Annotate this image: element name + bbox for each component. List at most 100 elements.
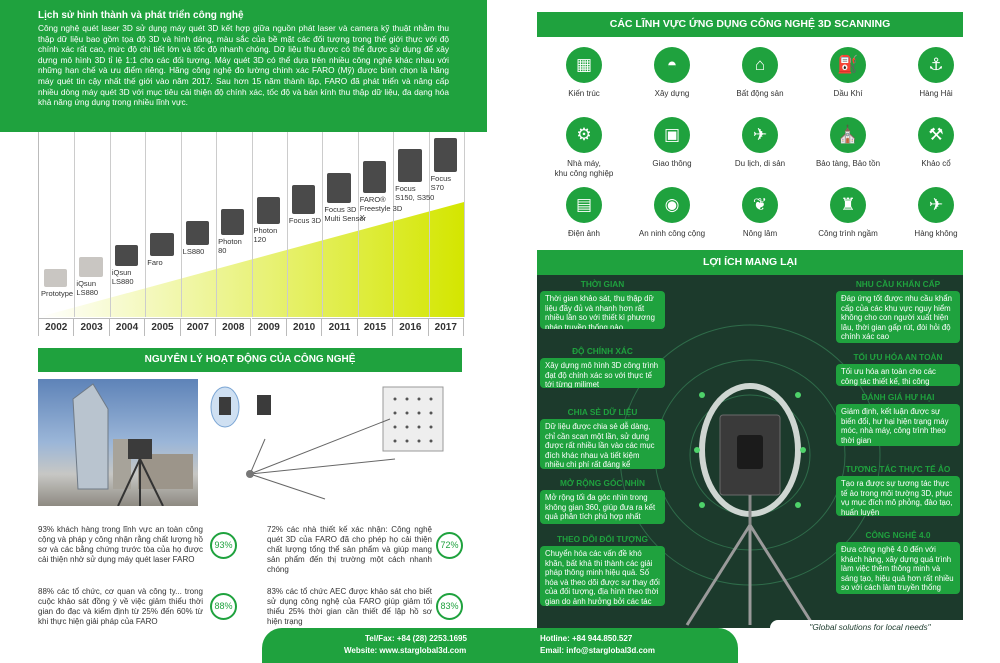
timeline-year-2008: 2008 <box>216 318 252 336</box>
stat-text-83: 83% các tổ chức AEC được khảo sát cho bi… <box>267 587 432 626</box>
timeline-year-2011: 2011 <box>322 318 358 336</box>
scanner-illustration <box>619 324 881 626</box>
stat-text-72: 72% các nhà thiết kế xác nhận: Công nghệ… <box>267 525 432 574</box>
benefit-body-right-2: Giám định, kết luận được sự biến đổi, hư… <box>836 404 960 446</box>
timeline-year-2009: 2009 <box>251 318 287 336</box>
timeline-year-2004: 2004 <box>109 318 146 336</box>
field-6: ▣Giao thông <box>628 117 716 169</box>
timeline-divider <box>109 132 111 317</box>
benefit-title-right-3: TƯƠNG TÁC THỰC TẾ ẢO <box>845 464 951 474</box>
stat-circle-93: 93% <box>210 532 237 559</box>
timeline-divider <box>322 132 324 317</box>
slogan: "Global solutions for local needs" <box>770 620 970 634</box>
field-label: Khảo cổ <box>921 159 951 168</box>
timeline-model-2004: iQsun LS880 <box>111 268 134 287</box>
field-10: ▤Điện ảnh <box>540 187 628 239</box>
timeline-model-2005: Faro <box>147 257 163 267</box>
field-12: ❦Nông lâm <box>716 187 804 239</box>
benefit-body-left-0: Thời gian khảo sát, thu thập dữ liệu đầy… <box>540 291 665 329</box>
field-label: Công trình ngầm <box>818 229 878 238</box>
benefit-title-left-1: ĐỘ CHÍNH XÁC <box>572 346 633 356</box>
timeline-model-2015: FARO® Freestyle 3D X <box>359 194 403 222</box>
museum-icon: ⛪ <box>830 117 866 153</box>
history-section: Lịch sử hình thành và phát triển công ng… <box>0 0 487 132</box>
field-3: ⛽Dầu Khí <box>804 47 892 99</box>
fields-title: CÁC LĨNH VỰC ỨNG DỤNG CÔNG NGHỆ 3D SCANN… <box>537 12 963 37</box>
stat-circle-72: 72% <box>436 532 463 559</box>
scanner-image-2017 <box>433 137 457 172</box>
archaeologist-icon: ⚒ <box>918 117 954 153</box>
scanner-image-2008 <box>221 209 245 235</box>
benefit-body-left-4: Chuyển hóa các vấn đề khó khăn, bất khả … <box>540 546 665 606</box>
field-label: Kiến trúc <box>568 89 600 98</box>
timeline-divider <box>251 132 253 317</box>
timeline-model-2003: iQsun LS880 <box>76 278 99 297</box>
benefit-body-right-4: Đưa công nghệ 4.0 đến với khách hàng, xâ… <box>836 542 960 594</box>
timeline-divider <box>464 132 465 317</box>
timeline-year-2016: 2016 <box>393 318 429 336</box>
field-7: ✈ Du lịch, di sản <box>716 117 804 169</box>
scanner-image-2003 <box>79 257 103 277</box>
timeline-divider <box>145 132 147 317</box>
ship-icon: ⚓ <box>918 47 954 83</box>
stat-text-88: 88% các tổ chức, cơ quan và công ty... t… <box>38 587 203 626</box>
field-13: ♜Công trình ngầm <box>804 187 892 239</box>
clapper-icon: ▤ <box>566 187 602 223</box>
camera-icon: ◉ <box>654 187 690 223</box>
field-2: ⌂Bất động sản <box>716 47 804 99</box>
stat-circle-88: 88% <box>210 593 237 620</box>
globe-plane-icon: ✈ <box>742 117 778 153</box>
timeline-model-2002: Prototype <box>41 289 74 298</box>
benefit-title-right-0: NHU CẦU KHẨN CẤP <box>855 279 941 289</box>
benefits-title: LỢI ÍCH MANG LẠI <box>537 250 963 275</box>
timeline-year-2017: 2017 <box>428 318 464 336</box>
field-label: Nông lâm <box>742 229 778 238</box>
benefit-body-right-3: Tạo ra được sự tương tác thực tế ảo tron… <box>836 476 960 516</box>
scanner-image-2009 <box>256 197 280 225</box>
principle-diagram-svg <box>210 386 444 500</box>
footer-email[interactable]: Email: info@starglobal3d.com <box>540 646 655 655</box>
scanner-image-2004 <box>114 245 139 267</box>
field-label: Bất động sản <box>736 89 784 98</box>
field-label: An ninh công cộng <box>638 229 706 238</box>
footer-website[interactable]: Website: www.starglobal3d.com <box>344 646 467 655</box>
history-body: Công nghệ quét laser 3D sử dụng máy quét… <box>38 23 449 108</box>
field-label: Giao thông <box>652 159 692 168</box>
benefit-title-left-4: THEO DÕI ĐỐI TƯỢNG <box>557 534 648 544</box>
field-label: Xây dựng <box>654 89 690 98</box>
plane-icon: ✈ <box>918 187 954 223</box>
scanner-image-2015 <box>362 161 387 193</box>
factory-icon: ⚙ <box>566 117 602 153</box>
timeline-divider <box>428 132 430 317</box>
field-label: Nhà máy, khu công nghiệp <box>554 159 614 178</box>
scanner-image-2010 <box>291 185 316 214</box>
building-scanner-illustration <box>72 383 193 507</box>
timeline-year-2005: 2005 <box>145 318 181 336</box>
timeline-year-2010: 2010 <box>286 318 323 336</box>
history-title: Lịch sử hình thành và phát triển công ng… <box>38 10 244 21</box>
field-14: ✈Hàng không <box>892 187 980 239</box>
timeline-model-2007: LS880 <box>182 247 205 257</box>
field-5: ⚙ Nhà máy, khu công nghiệp <box>540 117 628 179</box>
principle-title: NGUYÊN LÝ HOẠT ĐỘNG CỦA CÔNG NGHỆ <box>38 348 462 372</box>
footer-tel: Tel/Fax: +84 (28) 2253.1695 <box>365 634 467 643</box>
timeline-model-2017: Focus S70 <box>430 174 452 192</box>
scanner-image-2007 <box>185 221 210 246</box>
field-label: Du lịch, di sản <box>734 159 786 168</box>
timeline-divider <box>180 132 182 317</box>
timeline-model-2009: Photon 120 <box>253 226 278 245</box>
hardhat-icon: ◓ <box>654 47 690 83</box>
stat-text-93: 93% khách hàng trong lĩnh vực an toàn cô… <box>38 525 203 564</box>
scanner-image-2002 <box>44 269 68 287</box>
benefit-title-left-3: MỞ RỘNG GÓC NHÌN <box>560 478 645 488</box>
contact-footer: Tel/Fax: +84 (28) 2253.1695 Website: www… <box>262 628 738 663</box>
timeline-model-2010: Focus 3D <box>288 215 322 225</box>
timeline-divider <box>74 132 76 317</box>
building-scanner-photo <box>38 379 198 507</box>
field-1: ◓ Xây dựng <box>628 47 716 99</box>
scanner-image-2016 <box>398 149 422 183</box>
timeline-divider <box>216 132 218 317</box>
timeline-model-2011: Focus 3D Multi Sensor <box>324 205 367 224</box>
timeline-year-2002: 2002 <box>39 318 75 336</box>
